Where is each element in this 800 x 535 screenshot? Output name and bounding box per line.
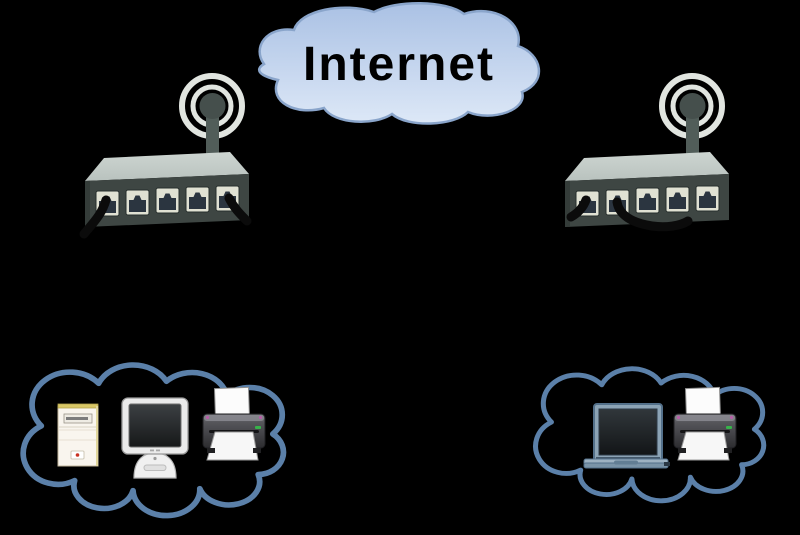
laptop-icon [583,403,670,469]
antenna-knob [679,93,706,119]
monitor-badge [156,449,160,452]
ethernet-port [665,186,690,213]
printer-foot [207,448,215,453]
antenna-mast [206,106,219,162]
printer-foot [724,448,732,453]
antenna-icon [659,73,725,162]
printer-foot [678,448,686,453]
tower-top-trim [57,403,99,409]
internet-cloud-shape [258,2,540,125]
printer-foot [253,448,261,453]
tower-side-trim [96,406,98,466]
printer-icon [673,386,737,461]
printer-corner-dot [676,415,681,420]
lan-cloud-left [20,362,287,519]
ethernet-cable [224,193,252,226]
printer-top-band [204,415,264,421]
lan-cloud-right-outline [533,366,767,504]
router-left-edge [85,180,90,227]
lan-cloud-right [533,366,767,504]
printer-corner-dot [729,415,734,420]
ethernet-port [695,185,720,212]
internet-cloud: Internet [258,2,540,125]
desktop-tower-icon [57,403,99,467]
router-box [79,152,252,239]
printer-led [255,426,261,429]
ethernet-port [125,189,150,216]
ethernet-port [155,187,180,214]
monitor-icon [121,397,189,479]
printer-icon [202,386,266,461]
antenna-icon [179,73,245,162]
cd-drive-slot [66,417,88,420]
monitor-badge [150,449,154,452]
lan-cloud-left-outline [20,362,287,519]
printer-corner-dot [258,415,263,420]
wireless-router-left [79,73,252,239]
printer-led [726,426,732,429]
router-top-face [85,152,249,181]
internet-label: Internet [303,38,495,91]
router-top-face [565,152,729,181]
ethernet-cable [612,197,693,232]
ethernet-cable [566,195,591,222]
wireless-router-right [565,73,729,232]
monitor-base-slot [143,464,167,471]
laptop-port [664,462,670,466]
power-led [75,453,80,457]
antenna-knob [199,93,226,119]
router-box [565,152,729,232]
laptop-touchpad-latch [614,460,638,465]
printer-paper-out [206,431,259,461]
printer-top-band [675,415,735,421]
laptop-screen [598,408,658,456]
monitor-base-logo [153,456,157,461]
monitor-screen [128,403,182,448]
ethernet-port [635,187,660,214]
printer-paper-out [677,431,730,461]
antenna-mast [686,106,699,162]
ethernet-port [185,186,210,213]
printer-corner-dot [205,415,210,420]
ethernet-cable [79,195,111,239]
